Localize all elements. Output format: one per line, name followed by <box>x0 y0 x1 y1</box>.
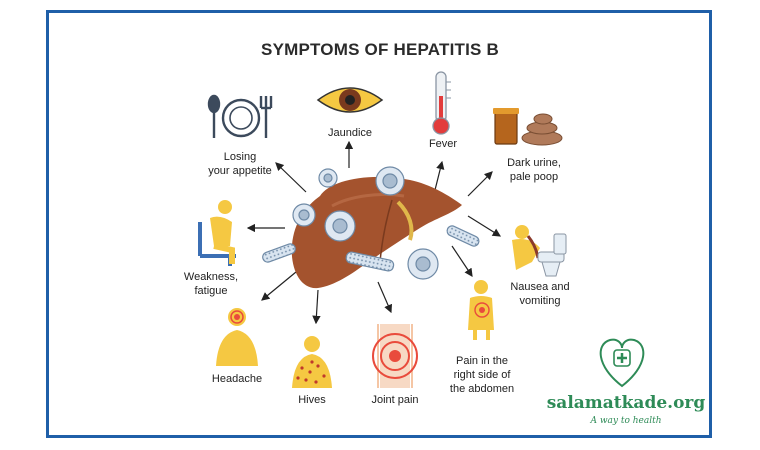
brand-name[interactable]: salamatkade.org <box>546 393 706 413</box>
virus-5 <box>324 210 356 242</box>
joint-pain-icon <box>372 324 418 388</box>
arrow-hives <box>312 289 321 325</box>
arrow-headache <box>261 271 297 301</box>
virus-3 <box>292 203 316 227</box>
arrow-pain <box>451 245 473 277</box>
arrows <box>246 140 502 325</box>
label-headache: Headache <box>211 373 263 385</box>
label-joint-pain: Joint pain <box>371 394 419 406</box>
label-urine: Dark urine, pale poop <box>507 157 561 183</box>
virus-4 <box>407 248 439 280</box>
utensils-icon <box>207 94 273 138</box>
weakness-figure-icon <box>198 200 236 266</box>
virus-rod-1 <box>262 243 296 263</box>
virus-rod-2 <box>345 251 395 272</box>
virus-rod-3 <box>446 225 480 247</box>
virus-1 <box>318 168 338 188</box>
poop-icon <box>521 113 563 146</box>
brand-tagline: A way to health <box>590 416 662 426</box>
abdomen-pain-figure-icon <box>468 280 494 340</box>
brand-logo-icon <box>599 338 645 388</box>
hives-figure-icon <box>292 336 332 388</box>
label-nausea: Nausea and vomiting <box>510 281 570 307</box>
jaundice-eye-icon <box>316 87 384 113</box>
arrow-nausea <box>467 215 502 237</box>
label-hives: Hives <box>298 394 326 406</box>
diagram-title: SYMPTOMS OF HEPATITIS B <box>261 40 499 59</box>
urine-cup-icon <box>493 108 519 145</box>
virus-2 <box>375 166 405 196</box>
label-weakness: Weakness, fatigue <box>183 271 239 297</box>
headache-figure-icon <box>216 308 258 366</box>
liver-illustration <box>291 176 462 289</box>
label-jaundice: Jaundice <box>327 127 373 139</box>
label-appetite: Losing your appetite <box>208 151 272 177</box>
label-abdomen-pain: Pain in the right side of the abdomen <box>449 355 515 395</box>
arrow-fever <box>434 160 445 191</box>
label-fever: Fever <box>428 138 458 150</box>
arrow-appetite <box>275 162 307 193</box>
arrow-urine <box>467 171 493 197</box>
vomiting-figure-icon <box>512 225 567 277</box>
arrow-joint <box>377 281 392 314</box>
thermometer-icon <box>432 71 451 135</box>
virus-particles <box>262 166 480 280</box>
